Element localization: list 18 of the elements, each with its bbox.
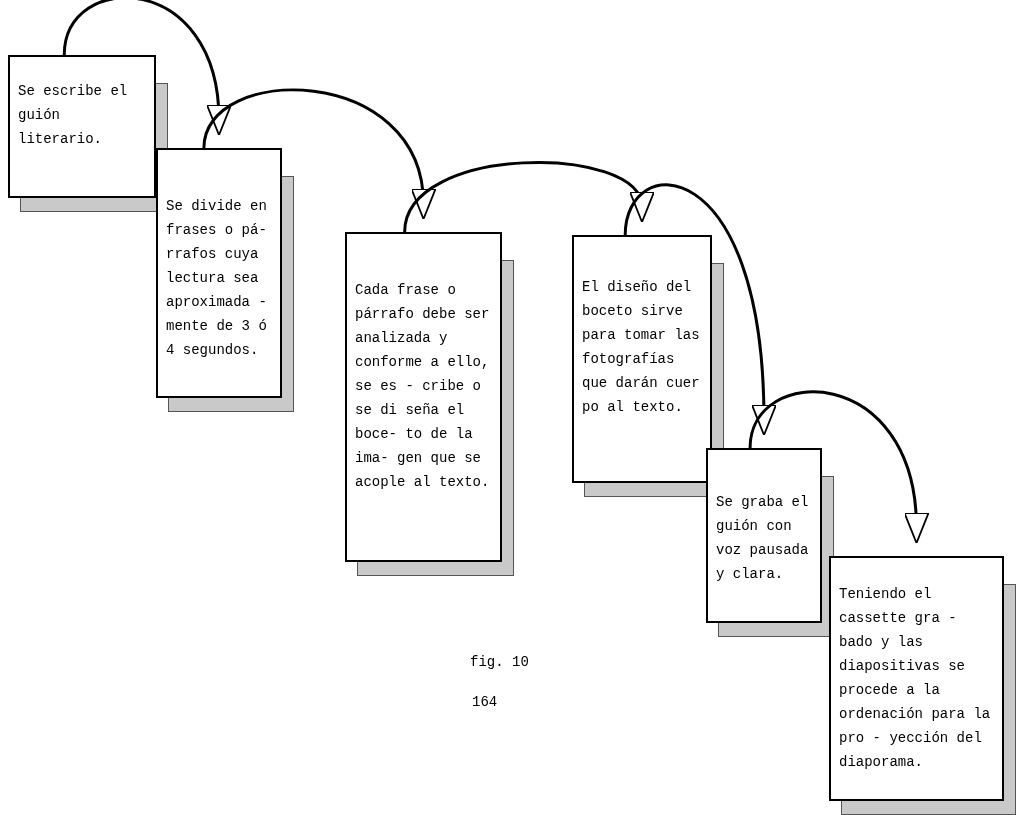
- step-text: Se escribe el guión literario.: [18, 82, 129, 149]
- curved-arrow: [623, 183, 777, 436]
- step-text: El diseño del boceto sirve para tomar las fotografías que darán cuer po al texto.: [582, 278, 701, 417]
- step-card: [345, 232, 502, 562]
- step-card: [706, 448, 822, 623]
- figure-label: fig. 10: [470, 653, 529, 672]
- step-text: Teniendo el cassette gra - bado y las diapositivas se procede a la ordenación para la pro - yección del diaporama.: [839, 585, 992, 772]
- step-card: [572, 235, 712, 483]
- step-text: Se divide en frases o pá- rrafos cuya lectura sea aproximada - mente de 3 ó 4 segundos.: [166, 197, 268, 360]
- curved-arrow: [62, 0, 231, 136]
- step-card: [156, 148, 282, 398]
- curved-arrow: [202, 88, 435, 220]
- page-number: 164: [472, 693, 498, 712]
- step-text: Se graba el guión con voz pausada y clara.: [716, 493, 810, 584]
- step-card: [8, 55, 156, 198]
- step-card: [829, 556, 1004, 801]
- curved-arrow: [748, 390, 929, 544]
- step-text: Cada frase o párrafo debe ser analizada y conforme a ello, se es - cribe o se di seña el boce- to de la ima- gen que se acople al texto.: [355, 281, 491, 492]
